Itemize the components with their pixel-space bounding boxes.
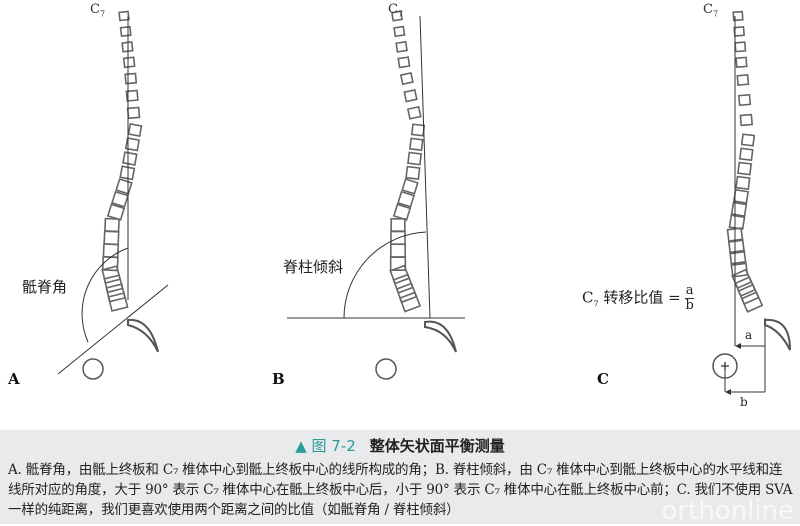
vertebra: [102, 243, 120, 259]
figure-number: ▲ 图 7-2: [295, 437, 356, 455]
c7-label-c: C7: [703, 2, 719, 19]
vertebra: [405, 165, 421, 180]
panel-c-letter: C: [597, 370, 609, 388]
vertebra: [408, 137, 424, 152]
vertebra: [106, 203, 126, 221]
panel-a-letter: A: [8, 370, 20, 388]
vertebra: [125, 89, 139, 102]
vertebra: [734, 276, 757, 298]
vertebra: [393, 25, 406, 38]
vertebra: [390, 218, 406, 232]
vertebra: [104, 217, 120, 233]
vertebra: [122, 151, 138, 166]
vertebra: [730, 260, 749, 278]
vertebra: [728, 214, 746, 231]
vertebra: [397, 56, 411, 69]
spine-a: [101, 10, 143, 312]
vertebra: [732, 188, 750, 204]
vertebra: [101, 265, 122, 284]
vertebra: [737, 283, 760, 305]
vertebra: [739, 113, 754, 127]
sacral-endplate-line-a: [57, 284, 169, 375]
vertebra: [111, 190, 129, 208]
angle-arc-a: [81, 247, 129, 343]
figure-caption: ▲ 图 7-2 整体矢状面平衡测量 A. 骶脊角，由骶上终板和 C₇ 椎体中心到骶…: [0, 430, 800, 524]
vertebra: [740, 291, 764, 313]
vertebra: [733, 26, 745, 37]
c7-label-b: C7: [388, 2, 404, 19]
sacrum-a: [127, 318, 159, 353]
vertebra: [119, 165, 136, 181]
vertebra: [389, 264, 411, 285]
vertebra: [392, 203, 412, 221]
vertebra: [727, 238, 746, 255]
vertebra: [115, 178, 133, 195]
vertebra: [124, 137, 141, 152]
vertebra: [392, 273, 414, 294]
c7-sacrum-line-b: [419, 15, 431, 319]
vertebra: [403, 88, 418, 103]
watermark: orthonline: [661, 496, 794, 526]
vertebra: [736, 74, 750, 86]
vertebra: [389, 256, 407, 271]
vertebra: [730, 201, 748, 217]
femoral-head-a: [82, 358, 104, 380]
vertebra: [119, 25, 132, 38]
vertebra: [410, 123, 426, 137]
vertebra: [121, 41, 134, 53]
center-plus-icon: [721, 362, 729, 370]
vertebra: [401, 178, 419, 195]
spinal-tilt-label: 脊柱倾斜: [283, 258, 344, 276]
sacrospinal-angle-label: 骶脊角: [22, 278, 68, 296]
spine-figure: [57, 10, 791, 395]
vertebra: [729, 249, 747, 267]
caption-body: A. 骶脊角，由骶上终板和 C₇ 椎体中心到骶上终板中心的线所构成的角；B. 脊…: [8, 462, 793, 518]
vertebra: [735, 175, 751, 190]
vertebra: [395, 40, 408, 53]
figure-title: 整体矢状面平衡测量: [369, 437, 505, 455]
vertebra: [390, 243, 406, 258]
vertebra: [740, 133, 756, 147]
caption-title: ▲ 图 7-2 整体矢状面平衡测量: [0, 436, 800, 456]
vertebra: [735, 56, 748, 68]
vertebra: [406, 105, 422, 120]
vertebra: [732, 10, 744, 22]
panel-b-letter: B: [272, 370, 285, 388]
vertebra: [737, 93, 752, 107]
vertebra: [127, 123, 143, 137]
vertebra: [726, 227, 744, 243]
arrowhead-a: [735, 343, 741, 349]
vertebra: [118, 10, 130, 22]
vertebra: [398, 291, 422, 313]
vertebra: [395, 282, 418, 304]
vertebra: [391, 10, 403, 22]
distance-b-label: b: [740, 395, 748, 409]
femoral-head-b: [375, 358, 397, 380]
spine-c: [726, 10, 764, 313]
sacrum-c: [764, 318, 791, 351]
arrowhead-b: [725, 389, 731, 395]
vertebra: [124, 72, 138, 85]
vertebra: [103, 230, 120, 246]
distance-a-label: a: [745, 328, 753, 342]
angle-arc-b: [343, 231, 427, 319]
vertebra: [105, 283, 126, 303]
vertebra: [737, 161, 753, 176]
vertebra: [126, 106, 141, 120]
vertebra: [399, 71, 414, 86]
vertebra: [103, 274, 124, 294]
femoral-head-c: [712, 353, 738, 379]
vertebra: [734, 41, 747, 53]
vertebra: [122, 56, 136, 69]
vertebra: [107, 292, 129, 312]
vertebra: [738, 147, 754, 162]
c7-label-a: C7: [90, 2, 106, 19]
sacrum-b: [424, 320, 457, 353]
vertebra: [397, 190, 415, 208]
spine-b: [389, 10, 426, 313]
vertebra: [407, 151, 423, 166]
